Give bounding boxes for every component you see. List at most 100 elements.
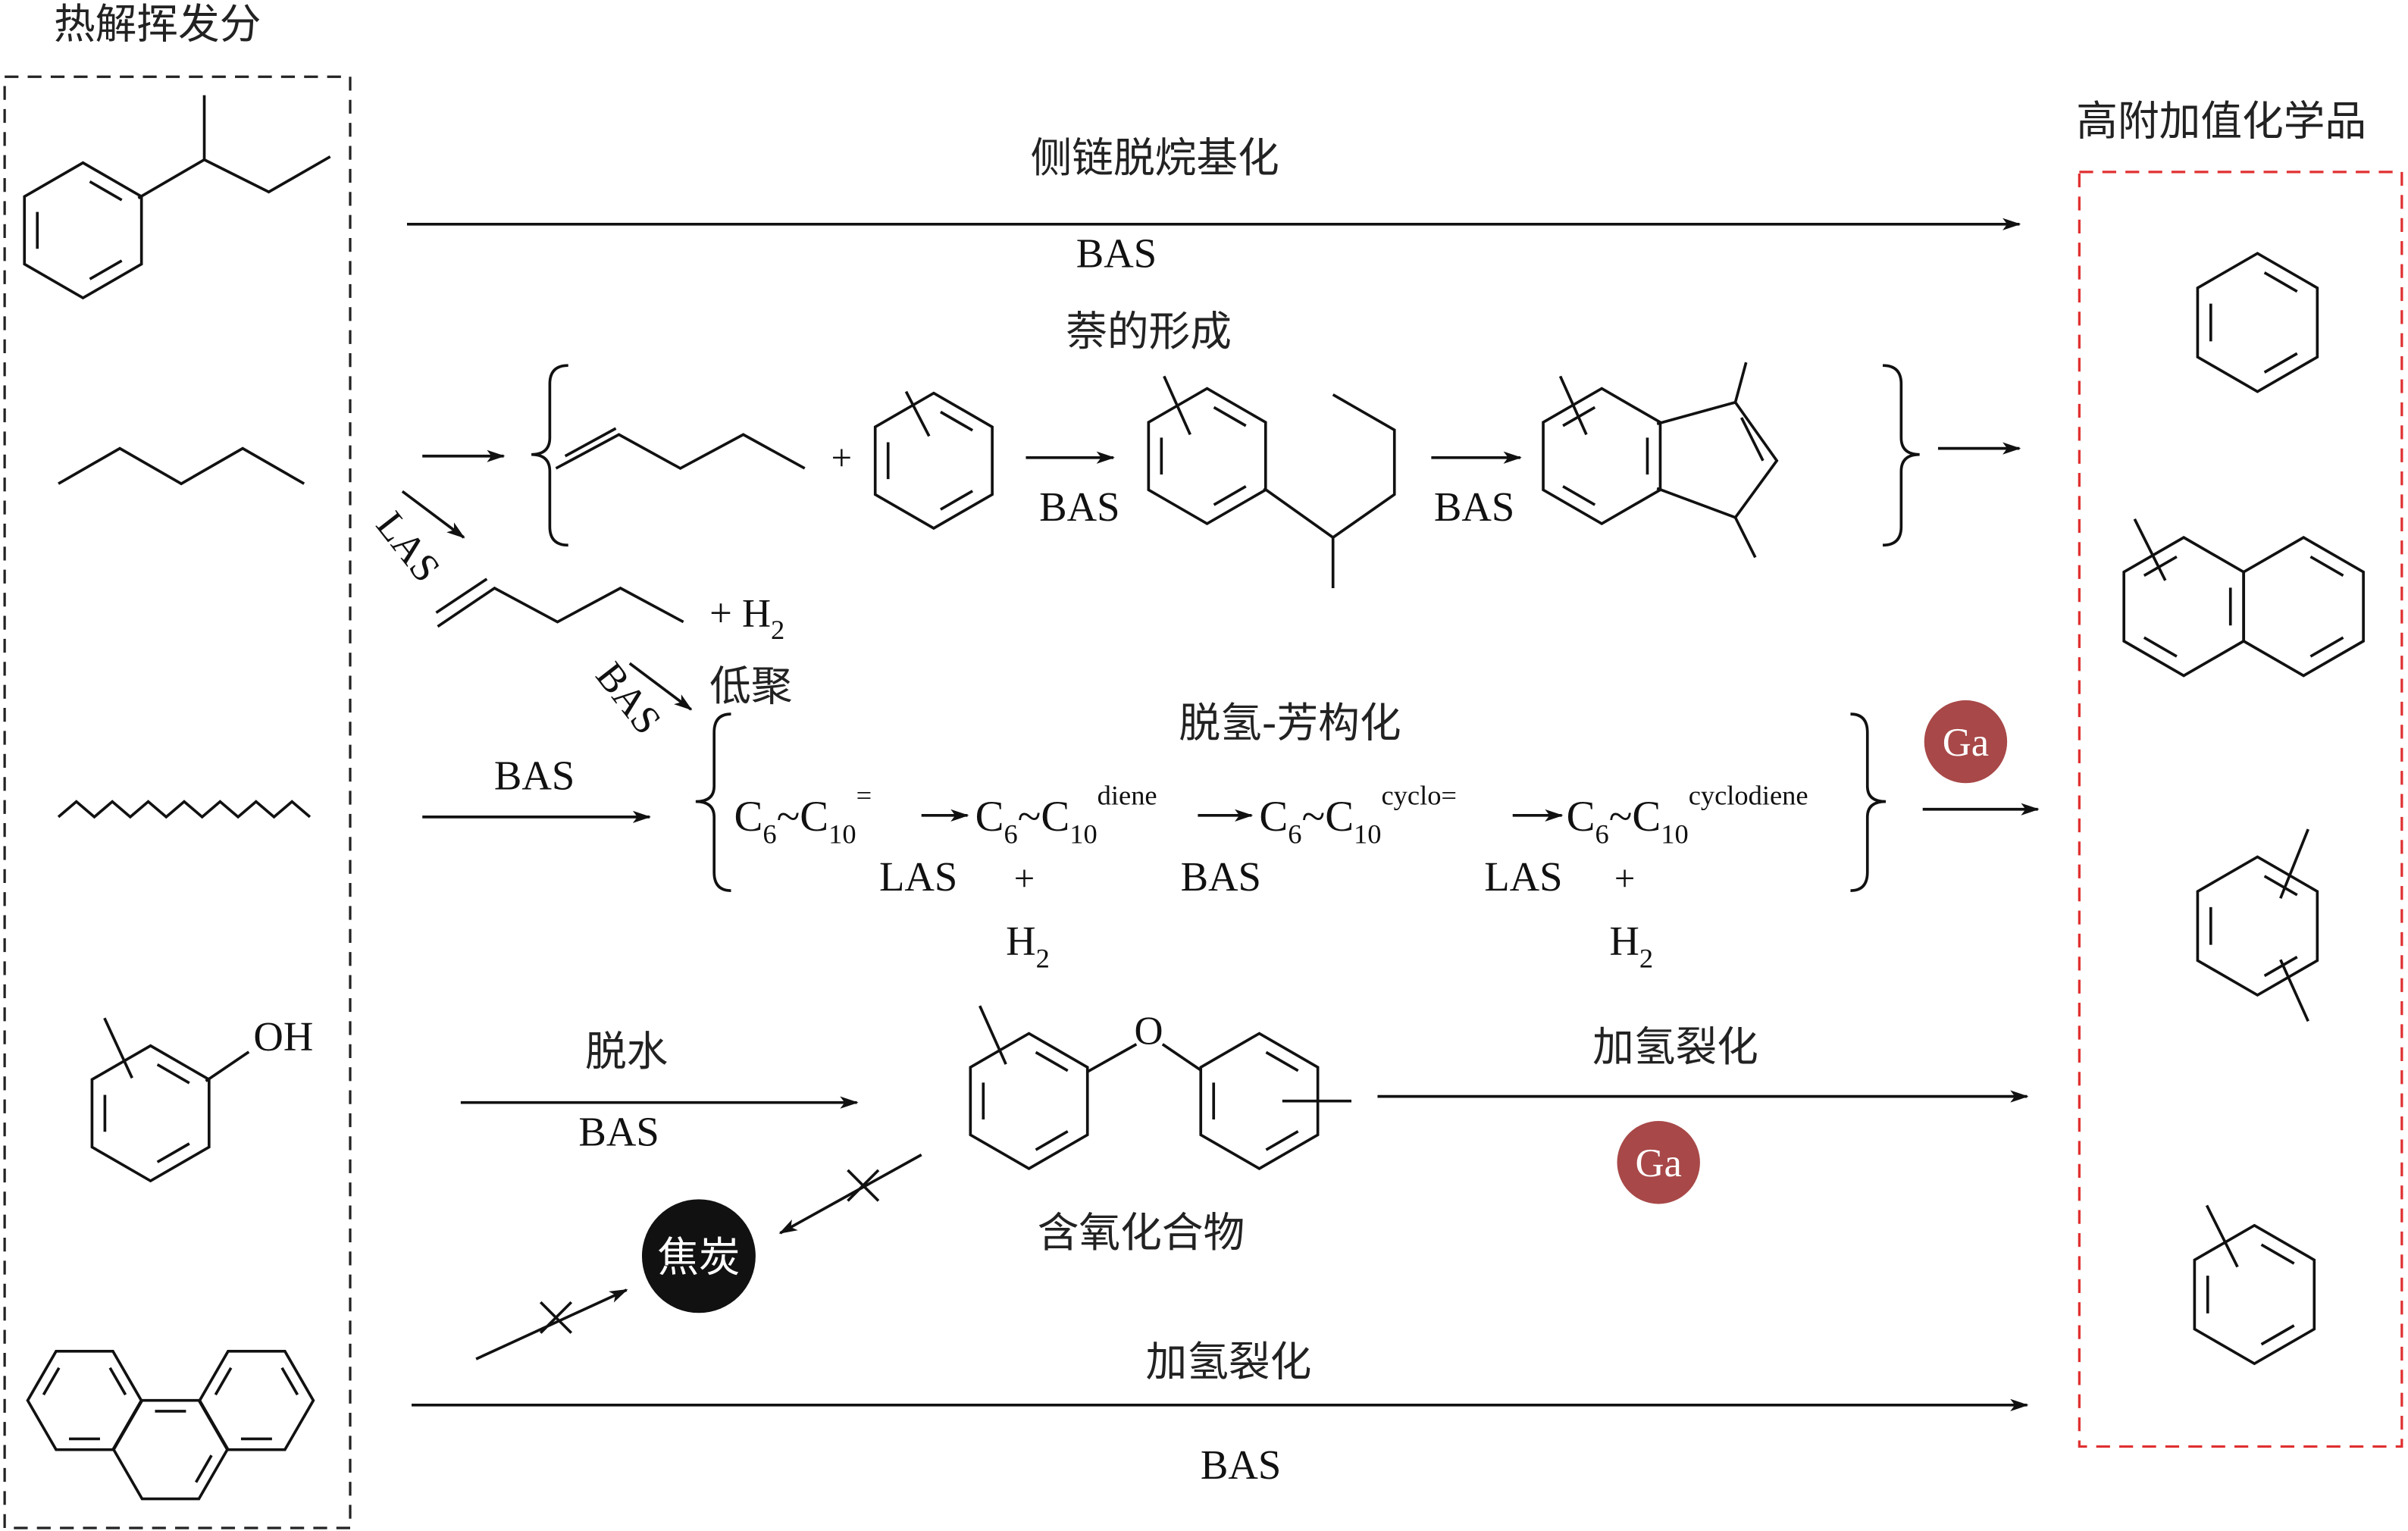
double-bond [2143, 636, 2178, 658]
double-bond [1562, 485, 1596, 506]
products-box [2078, 171, 2403, 1448]
double-bond [1265, 1050, 1299, 1072]
right-brace [1850, 712, 1887, 892]
sec-butyl-chain [137, 155, 331, 199]
double-bond [564, 427, 617, 458]
double-bond [2309, 636, 2344, 658]
blocked-arrow [475, 1288, 628, 1360]
ga-label: Ga [1636, 1141, 1682, 1185]
oxygenate-label: 含氧化合物 [1038, 1208, 1245, 1257]
double-bond [89, 180, 123, 202]
dehydration-label: 脱水 [585, 1027, 668, 1075]
oh-bond [205, 1050, 250, 1082]
indene-five-ring [1656, 400, 1779, 519]
methyl-bond [2279, 959, 2309, 1022]
dealkylation-site: BAS [1076, 230, 1157, 277]
right-brace [1882, 364, 1920, 547]
dehydration-site: BAS [578, 1108, 659, 1154]
site-label: LAS [879, 853, 957, 900]
double-bond [2263, 956, 2298, 978]
double-bond [2263, 875, 2298, 897]
blocked-x-icon [847, 1169, 880, 1202]
double-bond [940, 490, 974, 511]
plus-sign: + [1014, 858, 1035, 899]
butene-molecule [437, 586, 684, 628]
alkyl-chain [1263, 393, 1396, 540]
oxygenate-hydrocracking-label: 加氢裂化 [1592, 1022, 1758, 1071]
oh-label: OH [253, 1013, 313, 1060]
naphthalene-formation-label: 萘的形成 [1066, 307, 1232, 355]
ga-badge [1617, 1121, 1700, 1204]
methyl-bond [904, 390, 931, 437]
left-brace [531, 364, 568, 547]
naphthalene-ring [2122, 536, 2245, 678]
alkylation-site: BAS [1039, 484, 1119, 530]
double-bond [1265, 1130, 1299, 1151]
toluene-ring [873, 391, 994, 531]
methyl-bond [2279, 828, 2309, 899]
oxygen-atom: O [1135, 1010, 1163, 1054]
alkylbenzene-ring [1147, 387, 1267, 525]
ether-bond [1161, 1043, 1202, 1072]
methyl-bond [1733, 516, 1757, 559]
double-bond [435, 578, 488, 614]
hexene-molecule [555, 433, 806, 471]
ether-ring [1199, 1032, 1320, 1170]
double-bond [1035, 1130, 1069, 1151]
ether-bond [1086, 1043, 1138, 1073]
formula-c6-c10: C6~C10cyclodiene [1567, 781, 1808, 850]
phenanthrene-ring [198, 1350, 315, 1451]
toluene-product [2193, 1223, 2316, 1366]
plus-h2: + H2 [709, 592, 784, 645]
double-bond [194, 1454, 213, 1483]
methyl-bond [1733, 362, 1748, 403]
molecule-rings [23, 161, 2365, 1501]
double-bond [2309, 555, 2344, 577]
ether-ring [969, 1032, 1089, 1170]
feedstock-box [3, 75, 352, 1529]
pentane-molecule [58, 446, 305, 486]
oligomerization-site: BAS [587, 654, 670, 742]
bottom-hydrocracking-site: BAS [1201, 1442, 1281, 1488]
methyl-bond [979, 1005, 1007, 1065]
feedstock-title: 热解挥发分 [54, 0, 261, 49]
phenanthrene-ring [26, 1350, 143, 1451]
cresol-ring [90, 1044, 211, 1183]
methyl-bond [1558, 375, 1588, 436]
oligomerization-label: 低聚 [709, 662, 792, 710]
double-bond [1739, 417, 1765, 462]
las-arrow [401, 490, 465, 539]
double-bond [1213, 405, 1247, 427]
blocked-x-icon [539, 1301, 573, 1334]
methyl-bond [2133, 518, 2167, 581]
double-bond [108, 1367, 127, 1396]
xylene-product [2196, 855, 2319, 997]
methyl-bond [1163, 375, 1191, 436]
formula-row: C6~C10= C6~C10diene C6~C10cyclo= C6~C10cycl… [734, 781, 1808, 850]
products-title: 高附加值化学品 [2076, 96, 2366, 145]
double-bond [89, 259, 123, 280]
double-bond [214, 1367, 233, 1396]
double-bond [156, 1142, 190, 1163]
bas-entry-label: BAS [494, 752, 575, 798]
coke-label: 焦炭 [657, 1233, 740, 1282]
double-bond [156, 1063, 190, 1085]
formula-c6-c10: C6~C10diene [975, 781, 1157, 850]
long-alkane-molecule [57, 800, 312, 819]
formula-c6-c10: C6~C10= [734, 781, 872, 850]
phenanthrene-ring [111, 1398, 230, 1501]
site-label: LAS [1484, 853, 1562, 900]
dealkylation-label: 侧链脱烷基化 [1031, 133, 1279, 182]
double-bond [2263, 271, 2298, 293]
oligomerization-arrow [628, 662, 693, 711]
benzene-ring [23, 161, 143, 300]
cyclization-site: BAS [1434, 484, 1514, 530]
blocked-arrow [778, 1154, 922, 1235]
left-brace [695, 712, 731, 892]
h2-label: H2 [1006, 918, 1050, 973]
coke-circle [641, 1199, 756, 1313]
formula-c6-c10: C6~C10cyclo= [1259, 781, 1457, 850]
naphthalene-ring [2242, 536, 2365, 678]
ga-label: Ga [1943, 721, 1989, 765]
